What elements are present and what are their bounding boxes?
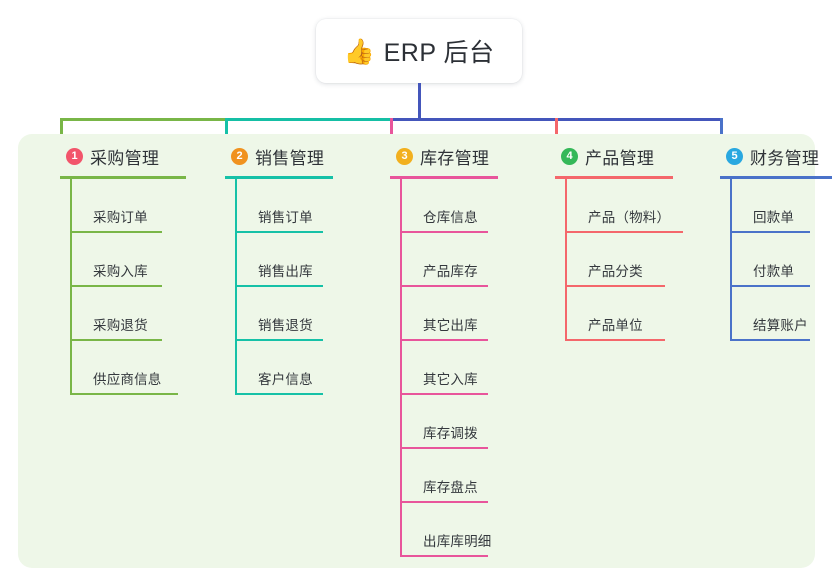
branch-column-2: 2 销售管理销售订单销售出库销售退货客户信息 — [207, 141, 333, 395]
branch-stem-4 — [565, 177, 567, 341]
root-node-card[interactable]: 👍 ERP 后台 — [316, 19, 522, 83]
leaf-item-underline — [235, 393, 323, 395]
leaf-item-label: 仓库信息 — [423, 210, 478, 225]
leaf-item-underline — [235, 339, 323, 341]
leaf-item-label: 产品单位 — [588, 318, 643, 333]
leaf-item-underline — [730, 339, 810, 341]
leaf-item-label: 产品（物料） — [588, 210, 671, 225]
leaf-item-label: 采购入库 — [93, 264, 148, 279]
leaf-item-label: 客户信息 — [258, 372, 313, 387]
leaf-item-underline — [730, 285, 810, 287]
branch-drop-1 — [60, 118, 63, 148]
leaf-item-underline — [730, 231, 810, 233]
leaf-item-underline — [400, 339, 488, 341]
branch-title-4: 产品管理 — [585, 148, 655, 168]
leaf-item-label: 付款单 — [753, 264, 795, 279]
branch-title-1: 采购管理 — [90, 148, 160, 168]
root-connector-stem — [418, 83, 421, 121]
leaf-item-underline — [70, 393, 178, 395]
branch-underline-5 — [720, 176, 832, 179]
leaf-item-underline — [400, 393, 488, 395]
branch-number-badge-2: 2 — [231, 147, 248, 165]
branch-underline-3 — [390, 176, 498, 179]
leaf-item-label: 产品分类 — [588, 264, 643, 279]
leaf-item-label: 供应商信息 — [93, 372, 162, 387]
branch-title-2: 销售管理 — [255, 148, 325, 168]
leaf-item-underline — [235, 285, 323, 287]
leaf-item-underline — [70, 285, 162, 287]
leaf-item-label: 库存调拨 — [423, 426, 478, 441]
leaf-item-underline — [400, 501, 488, 503]
leaf-item-label: 产品库存 — [423, 264, 478, 279]
branch-title-3: 库存管理 — [420, 148, 490, 168]
branch-number-badge-3: 3 — [396, 147, 413, 165]
leaf-item-underline — [400, 285, 488, 287]
leaf-item-label: 其它入库 — [423, 372, 478, 387]
leaf-item-underline — [400, 555, 488, 557]
leaf-item-underline — [70, 339, 162, 341]
branch-column-4: 4 产品管理产品（物料） 产品分类产品单位 — [537, 141, 683, 341]
leaf-item-label: 销售订单 — [258, 210, 313, 225]
branch-underline-1 — [60, 176, 186, 179]
branch-column-5: 5 财务管理回款单付款单结算账户 — [702, 141, 832, 341]
branch-header-5[interactable]: 5 财务管理 — [702, 141, 819, 171]
branch-number-badge-5: 5 — [726, 147, 743, 165]
leaf-item-label: 采购退货 — [93, 318, 148, 333]
branch-stem-3 — [400, 177, 402, 557]
leaf-item-underline — [235, 231, 323, 233]
leaf-item-label: 回款单 — [753, 210, 795, 225]
branch-underline-2 — [225, 176, 333, 179]
leaf-item-underline — [565, 231, 683, 233]
branch-number-badge-1: 1 — [66, 147, 83, 165]
branch-header-2[interactable]: 2 销售管理 — [207, 141, 324, 171]
leaf-item-underline — [565, 339, 665, 341]
root-node-title: ERP 后台 — [383, 39, 495, 67]
branch-drop-2 — [225, 118, 228, 148]
leaf-item-label: 销售退货 — [258, 318, 313, 333]
trunk-segment-2 — [225, 118, 390, 121]
branch-column-1: 1 采购管理采购订单采购入库采购退货供应商信息 — [42, 141, 186, 395]
leaf-item-underline — [400, 447, 488, 449]
leaf-item-label: 出库库明细 — [423, 534, 492, 549]
branch-title-5: 财务管理 — [750, 148, 820, 168]
branch-header-3[interactable]: 3 库存管理 — [372, 141, 489, 171]
leaf-item-label: 结算账户 — [753, 318, 808, 333]
branch-column-3: 3 库存管理仓库信息产品库存其它出库其它入库库存调拨库存盘点出库库明细 — [372, 141, 498, 557]
leaf-item-underline — [70, 231, 162, 233]
branch-underline-4 — [555, 176, 673, 179]
thumbs-up-icon: 👍 — [343, 37, 375, 66]
branch-stem-5 — [730, 177, 732, 341]
leaf-item-underline — [565, 285, 665, 287]
branch-drop-3 — [390, 118, 393, 148]
leaf-item-label: 库存盘点 — [423, 480, 478, 495]
branch-number-badge-4: 4 — [561, 147, 578, 165]
trunk-segment-1 — [60, 118, 225, 121]
branch-header-1[interactable]: 1 采购管理 — [42, 141, 159, 171]
branch-header-4[interactable]: 4 产品管理 — [537, 141, 654, 171]
leaf-item-label: 采购订单 — [93, 210, 148, 225]
leaf-item-underline — [400, 231, 488, 233]
leaf-item-label: 其它出库 — [423, 318, 478, 333]
branches-panel — [18, 134, 815, 568]
branch-drop-4 — [555, 118, 558, 148]
branch-drop-5 — [720, 118, 723, 148]
leaf-item-label: 销售出库 — [258, 264, 313, 279]
